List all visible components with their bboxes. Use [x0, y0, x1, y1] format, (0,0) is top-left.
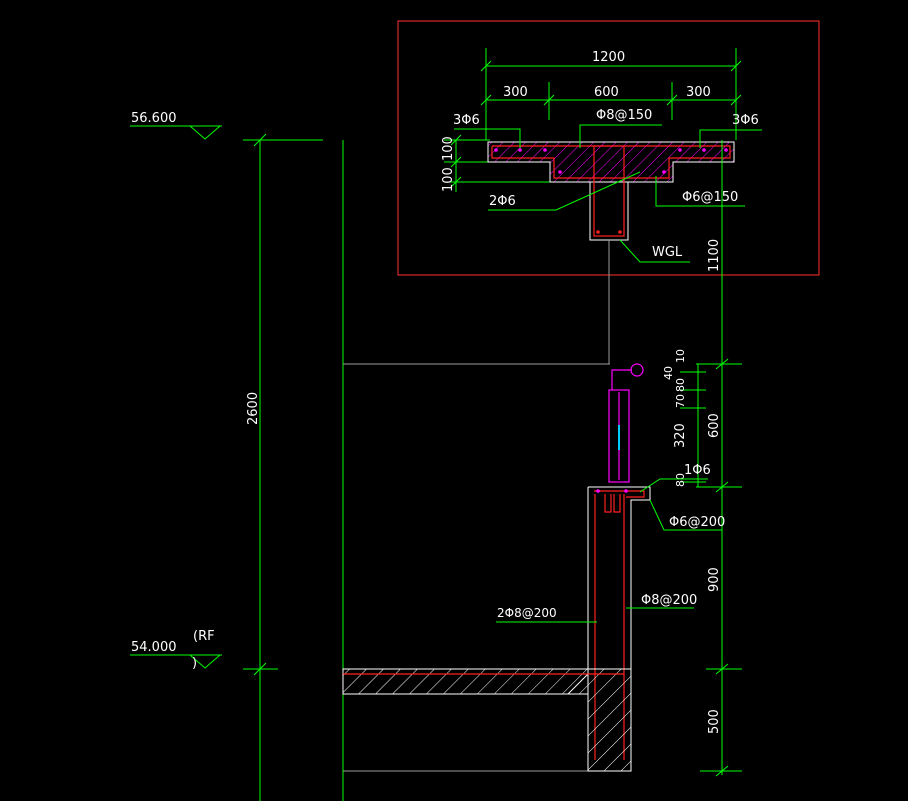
detail-height-dimensions: 100 100 [441, 134, 550, 192]
level-mark-roof: 54.000 (RF ) [130, 629, 222, 671]
dim-600-text-right: 600 [707, 413, 722, 438]
lower-dimensions: 900 500 [700, 567, 742, 777]
dim-300-left-text: 300 [503, 85, 528, 100]
dim-1100-text: 1100 [707, 239, 722, 272]
dimension-total-height: 2600 [243, 133, 323, 801]
dim-300-right-text: 300 [686, 85, 711, 100]
label-phi6-150: Φ6@150 [682, 190, 738, 205]
label-3phi6-right: 3Φ6 [732, 113, 759, 128]
dim-600-text: 600 [594, 85, 619, 100]
label-wgl: WGL [652, 245, 683, 260]
dim-80b-text: 80 [674, 473, 687, 487]
label-3phi6-left: 3Φ6 [453, 113, 480, 128]
label-phi8-200: Φ8@200 [641, 593, 697, 608]
label-phi8-150: Φ8@150 [596, 108, 652, 123]
dim-900-text: 900 [707, 567, 722, 592]
level-roof-suffix: (RF [193, 629, 215, 644]
label-2phi6: 2Φ6 [489, 194, 516, 209]
detail-annotations: 3Φ6 Φ8@150 3Φ6 2Φ6 Φ6@150 WGL [453, 108, 762, 263]
dim-100-top-text: 100 [441, 136, 456, 161]
level-roof-text: 54.000 [131, 640, 177, 655]
dim-100-bottom-text: 100 [441, 167, 456, 192]
dim-500-text: 500 [707, 709, 722, 734]
label-1phi6: 1Φ6 [684, 463, 711, 478]
parapet-annotations: 1Φ6 Φ6@200 2Φ8@200 Φ8@200 [496, 463, 725, 623]
dim-2600-text: 2600 [246, 392, 261, 425]
dim-70-text: 70 [674, 394, 687, 408]
dimension-1100: 1100 [707, 140, 723, 775]
detail-width-dimensions: 1200 300 600 300 [480, 48, 742, 140]
label-phi6-200: Φ6@200 [669, 515, 725, 530]
label-2phi8-200: 2Φ8@200 [497, 606, 557, 620]
level-roof-suffix-close: ) [192, 656, 197, 671]
dim-1200-text: 1200 [592, 50, 625, 65]
level-mark-top: 56.600 [130, 111, 222, 140]
parapet-dimensions: 10 40 80 70 320 80 600 [662, 349, 742, 493]
roof-slab [342, 668, 632, 772]
dim-320-text: 320 [673, 423, 688, 448]
railing-post [608, 363, 644, 483]
t-beam-section [487, 141, 735, 241]
dim-40-text: 40 [662, 366, 675, 380]
dim-10-text: 10 [674, 349, 687, 363]
level-top-text: 56.600 [131, 111, 177, 126]
dim-80a-text: 80 [674, 378, 687, 392]
